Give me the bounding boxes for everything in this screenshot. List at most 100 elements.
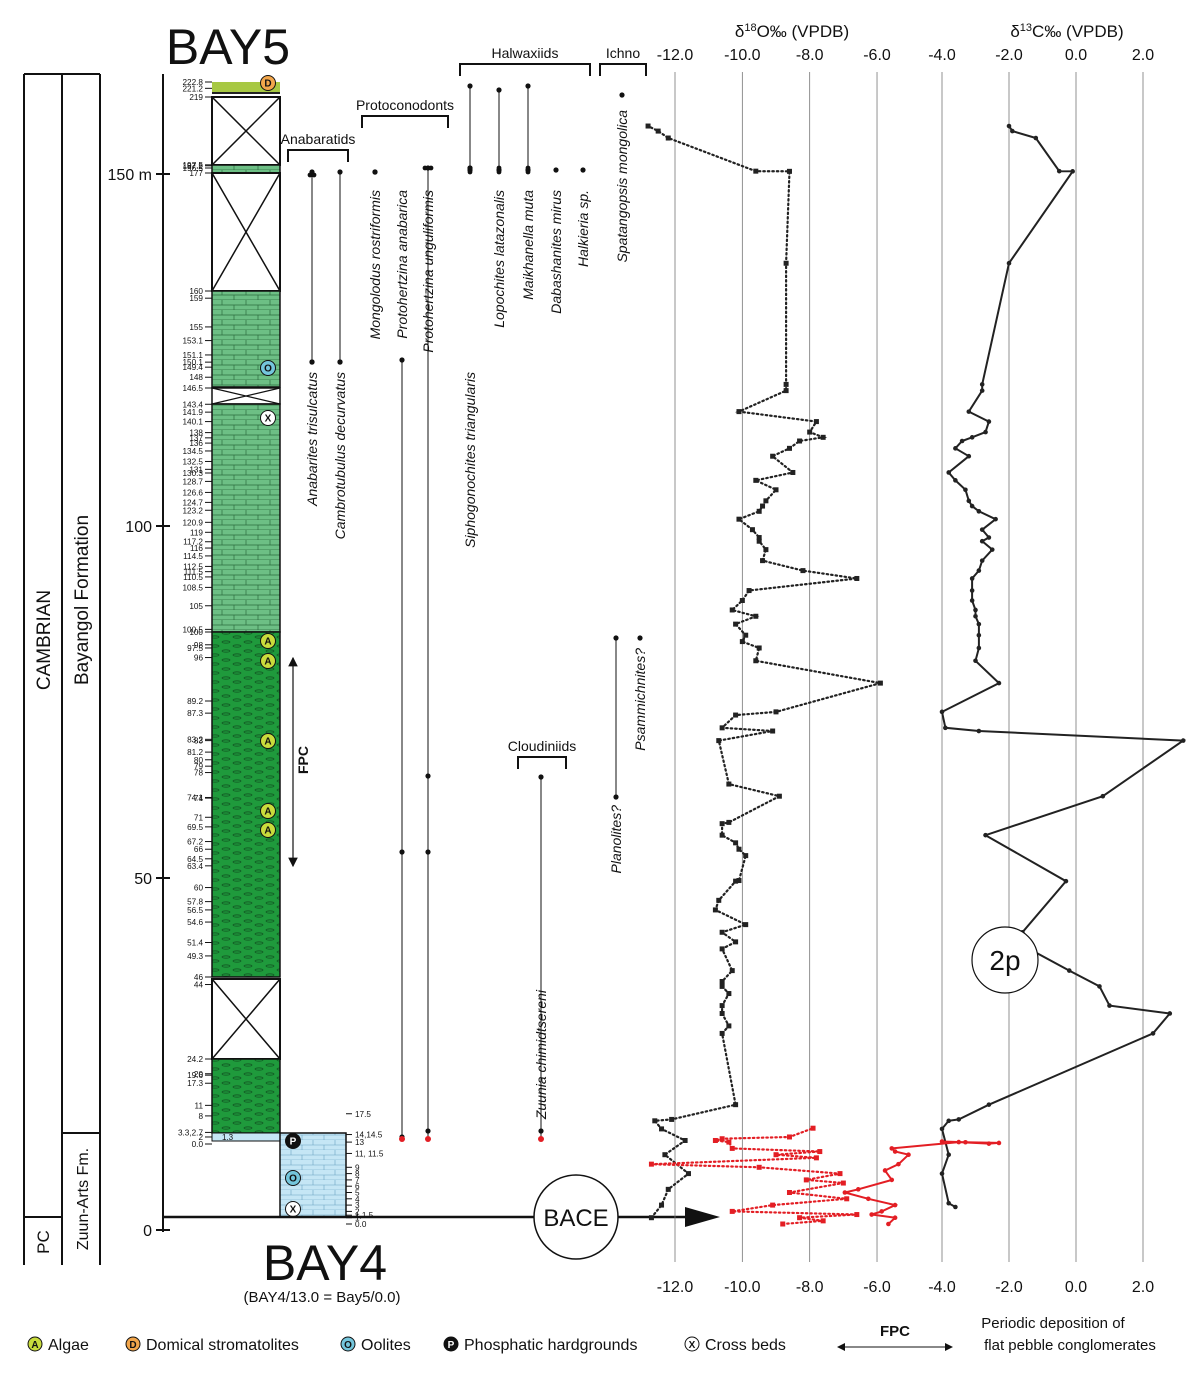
height-label: 80 [194,756,204,765]
d18o-chart: -12.0-12.0-10.0-10.0-8.0-8.0-6.0-6.0δ18O… [645,22,891,1296]
data-point [953,1204,958,1210]
height-label: 78 [194,769,204,778]
x-tick-label-bottom: -12.0 [657,1279,694,1296]
height-label: 160 [189,287,203,296]
height-label: 69.5 [187,823,203,832]
taxon-label: Dabashanites mirus [548,190,564,314]
taxon-label: Planolites? [608,805,624,874]
height-label: 131 [189,465,203,474]
data-point [976,645,982,651]
formation-zuun: Zuun-Arts Fm. [75,1148,92,1250]
legend-stromatolites-label: Domical stromatolites [146,1337,299,1354]
phosphatic-symbol-letter: P [290,1137,297,1148]
data-point [996,1140,1002,1146]
height-label: 83.2 [187,735,203,744]
data-point [892,1149,898,1154]
height-label: 89.2 [187,697,203,706]
height-label: 7 [355,1176,360,1185]
height-label: 120.9 [183,518,204,527]
data-point [803,1177,809,1183]
x-tick-label-bottom: 0.0 [1065,1279,1087,1296]
height-label: 11, 11.5 [355,1149,384,1158]
data-point [645,123,651,129]
height-label: 8 [355,1170,360,1179]
taxon-label: Halkieria sp. [575,190,591,267]
x-tick-label-bottom: -4.0 [928,1279,956,1296]
legend-algae: A Algae [27,1336,89,1354]
data-point [866,1196,871,1202]
height-label: 100 [189,628,203,637]
stromatolite-symbol [260,75,276,91]
taxon-label: Mongolodus rostriformis [367,190,383,339]
data-point [983,832,988,838]
data-point [763,547,769,553]
height-label: 2 [198,1133,203,1142]
height-label: 79 [194,762,204,771]
data-point [719,946,725,952]
range-point [613,635,619,641]
legend: A Algae D Domical stromatolites O Oolite… [27,1315,1156,1354]
data-point [756,645,762,651]
height-label: 49.3 [187,952,203,961]
data-point [1056,168,1062,174]
height-label: 150.1 [183,358,204,367]
data-point [854,575,860,581]
height-label: 5 [355,1189,360,1198]
stromatolite-symbol-letter: D [264,79,271,90]
height-label: 2 [355,1207,360,1216]
data-point [855,1187,861,1192]
data-point [716,738,722,744]
height-label: 123.2 [183,506,204,515]
height-label: 105 [189,602,203,611]
height-label: 63.4 [187,862,203,871]
legend-crossbeds-label: Cross beds [705,1337,786,1354]
data-point [756,535,762,541]
group-label: Cloudiniids [508,738,576,754]
legend-fpc-label: FPC [880,1323,910,1340]
data-point [939,709,945,715]
x-tick-label-top: -2.0 [995,47,1023,64]
data-point [837,1171,843,1177]
height-label: 140.1 [183,418,204,427]
data-point [726,991,732,997]
x-tick-label-top: -6.0 [863,47,891,64]
data-point [869,1212,874,1217]
data-point [726,1023,732,1029]
data-point [969,503,975,509]
height-label: 196.5 [183,164,204,173]
height-label: 112.5 [183,562,203,571]
height-label: 128.7 [183,477,204,486]
range-point [538,1128,544,1134]
data-point [889,1146,895,1151]
height-label: 108.5 [183,583,204,592]
bace-label: BACE [543,1205,608,1232]
data-point [682,1137,688,1143]
height-label: 87.3 [187,709,203,718]
data-point [770,453,776,459]
series-line [940,125,1187,1208]
fpc-label: FPC [295,746,311,774]
height-label: 155 [189,323,203,332]
data-point [939,1171,945,1176]
group-label: Ichno [606,45,640,61]
data-point [1033,135,1039,141]
covered-interval [211,96,281,166]
group-bracket: Ichno [599,45,647,76]
bracket-line [361,115,449,128]
data-point [659,1202,665,1208]
data-point [726,781,732,787]
oolite-symbol [260,360,276,376]
data-point [969,598,975,603]
height-label: 153.1 [183,337,204,346]
algae-symbol-letter: A [264,657,271,668]
data-point [1070,169,1075,174]
legend-crossbed-symbol: X [689,1340,696,1351]
height-label: 3.3,2.7 [178,1128,203,1137]
data-point [966,409,972,414]
data-point [719,1136,725,1142]
height-label: 96 [194,654,204,663]
data-point [979,388,985,393]
data-point [719,979,725,985]
height-label: 1,1.5 [355,1211,374,1220]
